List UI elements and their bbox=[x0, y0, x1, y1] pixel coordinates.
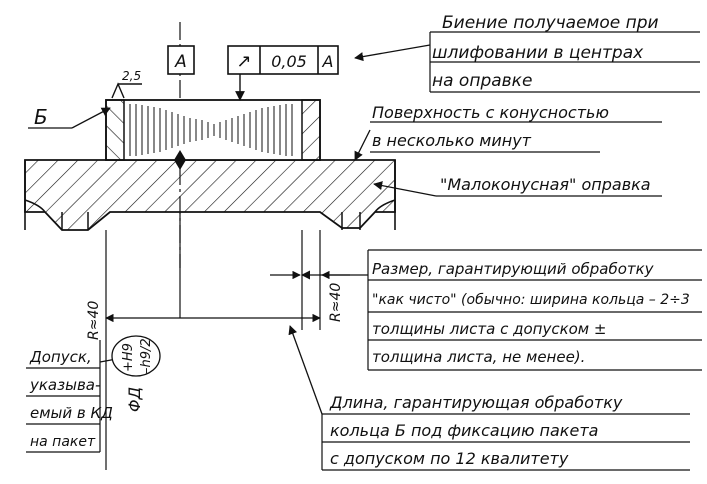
radius-right-label: R≈40 bbox=[328, 283, 344, 322]
runout-note: Биение получаемое при шлифовании в центр… bbox=[354, 13, 700, 93]
tolerance-note-line-2: указыва- bbox=[29, 376, 100, 394]
right-radius-dimension: R≈40 bbox=[270, 230, 350, 330]
datum-box: A bbox=[167, 45, 195, 75]
runout-note-line-2: шлифовании в центрах bbox=[432, 43, 644, 63]
tolerance-frame: ↗ 0,05 A bbox=[227, 45, 339, 101]
diameter-upper: +H9 bbox=[121, 343, 136, 372]
taper-note: Поверхность с конусностью в несколько ми… bbox=[354, 103, 662, 161]
size-note-line-4: толщина листа, не менее). bbox=[372, 348, 585, 366]
ring-label: Б bbox=[28, 105, 111, 129]
size-note-line-3: толщины листа с допуском ± bbox=[372, 320, 606, 338]
tolerance-note: Допуск, указыва- емый в КД на пакет bbox=[26, 340, 123, 453]
diameter-lower: –h9/2 bbox=[139, 338, 154, 374]
radius-left-label: R≈40 bbox=[86, 301, 102, 340]
mandrel-body bbox=[24, 159, 396, 231]
roughness-value: 2,5 bbox=[122, 69, 141, 83]
taper-note-line-1: Поверхность с конусностью bbox=[372, 103, 609, 122]
size-note-line-2: "как чисто" (обычно: ширина кольца – 2÷3 bbox=[372, 292, 690, 308]
length-note-line-2: кольца Б под фиксацию пакета bbox=[330, 421, 598, 440]
tolerance-reference: A bbox=[322, 52, 334, 71]
tolerance-note-line-4: на пакет bbox=[30, 434, 96, 450]
length-note-line-1: Длина, гарантирующая обработку bbox=[329, 393, 623, 412]
taper-note-line-2: в несколько минут bbox=[372, 131, 532, 150]
runout-note-line-3: на оправке bbox=[432, 71, 532, 91]
mandrel-note: "Малоконусная" оправка bbox=[373, 175, 662, 197]
length-note: Длина, гарантирующая обработку кольца Б … bbox=[288, 325, 690, 471]
length-note-line-3: с допуском по 12 квалитету bbox=[330, 449, 569, 468]
roughness-mark: 2,5 bbox=[111, 69, 142, 99]
tolerance-note-line-1: Допуск, bbox=[29, 348, 92, 366]
size-note: Размер, гарантирующий обработку "как чис… bbox=[301, 249, 702, 371]
diameter-annotation: +H9 –h9/2 ΦД bbox=[111, 335, 161, 412]
ring-stack bbox=[105, 99, 321, 170]
diameter-symbol: ΦД bbox=[125, 387, 144, 412]
tolerance-note-line-3: емый в КД bbox=[30, 404, 113, 422]
runout-note-line-1: Биение получаемое при bbox=[442, 13, 659, 33]
datum-label: A bbox=[174, 52, 187, 72]
runout-icon: ↗ bbox=[236, 51, 251, 72]
mandrel-note-text: "Малоконусная" оправка bbox=[440, 175, 651, 194]
size-note-line-1: Размер, гарантирующий обработку bbox=[372, 260, 655, 278]
tolerance-value: 0,05 bbox=[271, 52, 307, 71]
ring-label-text: Б bbox=[34, 105, 48, 129]
left-radius-dimension: R≈40 bbox=[86, 230, 107, 470]
